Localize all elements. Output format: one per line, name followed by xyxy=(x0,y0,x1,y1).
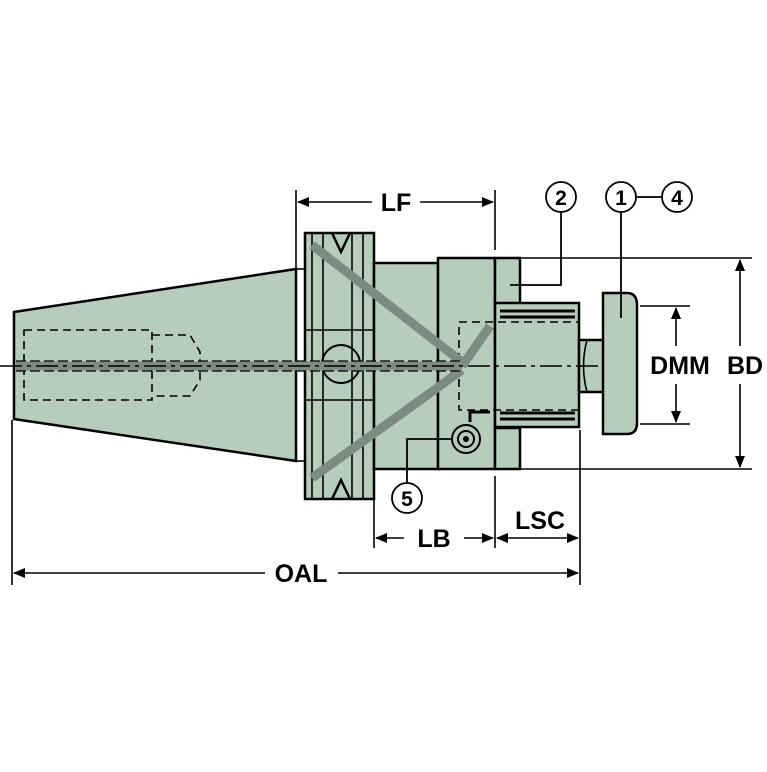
callout-5-number: 5 xyxy=(401,488,413,511)
callout-5-circle xyxy=(391,482,423,514)
lsc-label: LSC xyxy=(515,507,565,535)
flange-v-groove-top xyxy=(330,232,352,255)
callout-1-number: 1 xyxy=(615,187,627,210)
callout-2-circle xyxy=(545,181,577,213)
dmm-label: DMM xyxy=(650,352,710,380)
cutter-disc xyxy=(601,291,639,436)
lf-label: LF xyxy=(381,189,412,217)
callout-4-circle xyxy=(661,181,693,213)
coolant-channel-outlines xyxy=(16,360,460,372)
oal-label: OAL xyxy=(275,560,328,588)
callout-2-leader xyxy=(510,212,562,286)
callout-5-leader xyxy=(406,438,452,482)
lb-label: LB xyxy=(417,525,450,553)
front-collar xyxy=(493,256,522,306)
bd-label: BD xyxy=(727,352,763,380)
flange-v-groove-bottom xyxy=(330,477,352,500)
callouts xyxy=(391,181,693,514)
dimension-lines xyxy=(11,190,752,585)
callout-2-number: 2 xyxy=(555,187,567,210)
spindle-sleeve xyxy=(493,301,581,429)
set-screw xyxy=(451,410,490,454)
callout-1-circle xyxy=(605,181,637,213)
front-collar-lower xyxy=(493,426,522,471)
callout-4-number: 4 xyxy=(671,187,683,210)
